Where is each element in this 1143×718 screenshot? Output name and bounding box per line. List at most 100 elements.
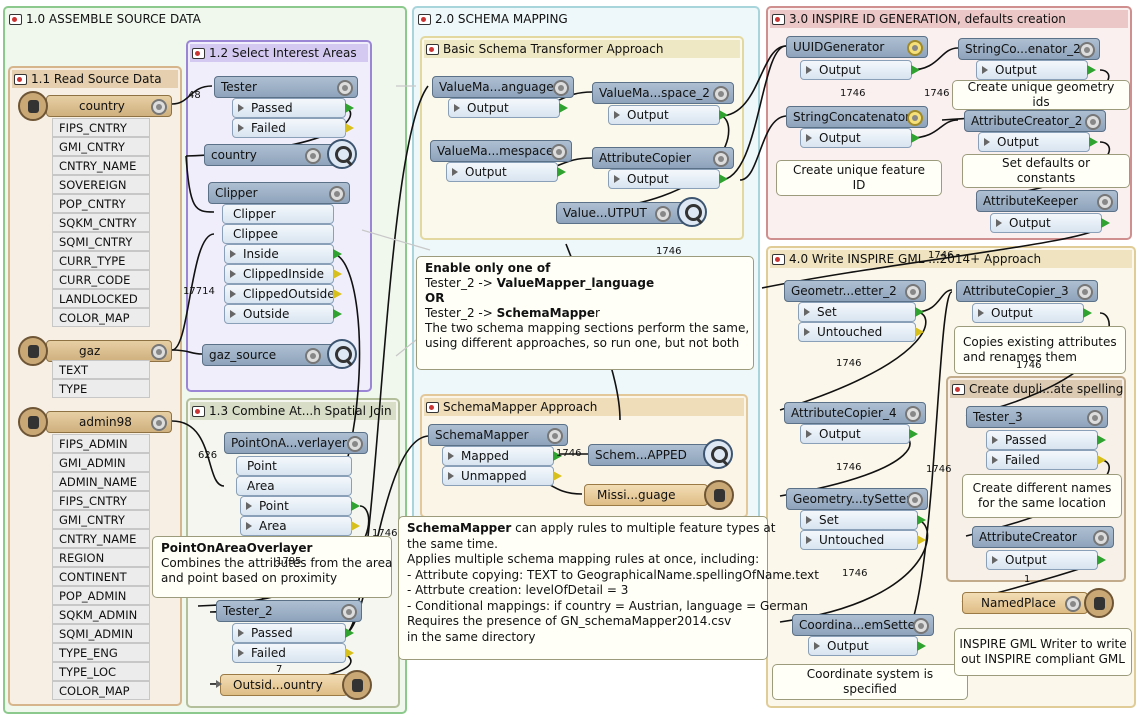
transformer-attributecopier[interactable]: AttributeCopier xyxy=(592,147,734,169)
gear-icon[interactable] xyxy=(337,80,353,96)
output-arrow-icon[interactable] xyxy=(557,167,566,177)
gear-icon[interactable] xyxy=(1077,284,1093,300)
output-arrow-icon[interactable] xyxy=(1087,65,1096,75)
output-arrow-icon[interactable] xyxy=(345,628,354,638)
gear-icon[interactable] xyxy=(151,99,167,115)
output-arrow-icon[interactable] xyxy=(917,641,926,651)
gear-icon[interactable] xyxy=(905,284,921,300)
output-arrow-icon[interactable] xyxy=(345,648,354,658)
output-arrow-icon[interactable] xyxy=(553,471,562,481)
port-output[interactable]: Output xyxy=(976,60,1096,80)
gear-icon[interactable] xyxy=(1093,530,1109,546)
output-arrow-icon[interactable] xyxy=(1083,308,1092,318)
port-output[interactable]: Output xyxy=(800,60,920,80)
output-arrow-icon[interactable] xyxy=(351,521,360,531)
transformer-attributecreator[interactable]: AttributeCreator xyxy=(972,526,1114,548)
transformer-tester-2[interactable]: Tester_2 xyxy=(216,600,362,622)
transformer-schemamapper[interactable]: SchemaMapper xyxy=(428,424,568,446)
output-arrow-icon[interactable] xyxy=(1097,555,1106,565)
port-output[interactable]: Output xyxy=(972,303,1092,323)
annotation-copies-attributes[interactable]: Copies existing attributes and renames t… xyxy=(954,326,1126,374)
gear-icon[interactable] xyxy=(713,151,729,167)
port-passed[interactable]: Passed xyxy=(232,623,354,643)
gear-icon[interactable] xyxy=(547,428,563,444)
port-output[interactable]: Output xyxy=(446,162,566,182)
output-arrow-icon[interactable] xyxy=(333,269,342,279)
port-output[interactable]: Output xyxy=(608,105,728,125)
port-output[interactable]: Output xyxy=(978,132,1098,152)
port-point-output[interactable]: Point xyxy=(240,496,360,516)
inspector-gaz-source[interactable]: gaz_source xyxy=(202,339,357,369)
inspector-value-output[interactable]: Value...UTPUT xyxy=(556,197,707,227)
port-output[interactable]: Output xyxy=(608,169,728,189)
port-clipper-input[interactable]: Clipper xyxy=(222,204,334,224)
port-output[interactable]: Output xyxy=(808,636,926,656)
port-clippedinside[interactable]: ClippedInside xyxy=(224,264,342,284)
gear-icon[interactable] xyxy=(913,618,929,634)
reader-admin98[interactable]: admin98 xyxy=(46,411,172,433)
gear-icon[interactable] xyxy=(305,148,321,164)
port-unmapped[interactable]: Unmapped xyxy=(442,466,562,486)
transformer-uuidgenerator[interactable]: UUIDGenerator xyxy=(786,36,928,58)
output-arrow-icon[interactable] xyxy=(559,103,568,113)
port-passed[interactable]: Passed xyxy=(232,98,354,118)
output-arrow-icon[interactable] xyxy=(719,110,728,120)
port-inside[interactable]: Inside xyxy=(224,244,342,264)
transformer-tester[interactable]: Tester xyxy=(214,76,358,98)
output-arrow-icon[interactable] xyxy=(915,327,924,337)
transformer-geometry-setter-2[interactable]: Geometr...etter_2 xyxy=(784,280,926,302)
port-outside[interactable]: Outside xyxy=(224,304,342,324)
output-arrow-icon[interactable] xyxy=(333,289,342,299)
output-arrow-icon[interactable] xyxy=(915,307,924,317)
output-arrow-icon[interactable] xyxy=(917,515,926,525)
gear-icon[interactable] xyxy=(1085,114,1101,130)
output-arrow-icon[interactable] xyxy=(553,451,562,461)
port-failed[interactable]: Failed xyxy=(232,643,354,663)
gear-icon[interactable] xyxy=(1079,42,1095,58)
port-output[interactable]: Output xyxy=(990,213,1110,233)
annotation-schemamapper[interactable]: SchemaMapper can apply rules to multiple… xyxy=(398,516,819,660)
output-arrow-icon[interactable] xyxy=(911,65,920,75)
transformer-stringconcatenator-2[interactable]: StringCo...enator_2 xyxy=(958,38,1100,60)
transformer-clipper[interactable]: Clipper xyxy=(208,182,350,204)
gear-icon[interactable] xyxy=(329,186,345,202)
gear-icon[interactable] xyxy=(907,492,923,508)
output-arrow-icon[interactable] xyxy=(333,309,342,319)
transformer-valuemapper-namespace[interactable]: ValueMa...mespace xyxy=(430,140,572,162)
gear-icon[interactable] xyxy=(347,436,363,452)
output-arrow-icon[interactable] xyxy=(333,249,342,259)
gear-icon[interactable] xyxy=(305,348,321,364)
gear-icon[interactable] xyxy=(713,86,729,102)
output-arrow-icon[interactable] xyxy=(719,174,728,184)
transformer-attributecopier-4[interactable]: AttributeCopier_4 xyxy=(784,402,926,424)
port-output[interactable]: Output xyxy=(986,550,1106,570)
gear-icon[interactable] xyxy=(907,110,923,126)
port-untouched[interactable]: Untouched xyxy=(800,530,926,550)
transformer-coordinatesystemsetter[interactable]: Coordina...emSetter xyxy=(792,614,934,636)
port-output[interactable]: Output xyxy=(800,424,918,444)
port-area-output[interactable]: Area xyxy=(240,516,360,536)
writer-namedplace[interactable]: NamedPlace xyxy=(962,592,1088,614)
gear-icon[interactable] xyxy=(1097,194,1113,210)
output-arrow-icon[interactable] xyxy=(345,123,354,133)
gear-icon[interactable] xyxy=(1065,596,1081,612)
annotation-unique-feature-id[interactable]: Create unique feature ID xyxy=(776,160,942,196)
magnifier-icon[interactable] xyxy=(703,439,733,469)
transformer-attributecopier-3[interactable]: AttributeCopier_3 xyxy=(956,280,1098,302)
output-arrow-icon[interactable] xyxy=(911,133,920,143)
transformer-attributekeeper[interactable]: AttributeKeeper xyxy=(976,190,1118,212)
port-set[interactable]: Set xyxy=(800,510,926,530)
transformer-stringconcatenator[interactable]: StringConcatenator xyxy=(786,106,928,128)
output-arrow-icon[interactable] xyxy=(1097,435,1106,445)
annotation-enable-one[interactable]: Enable only one of Tester_2 -> ValueMapp… xyxy=(416,256,754,370)
reader-country[interactable]: country xyxy=(46,95,172,117)
transformer-valuemapper-space-2[interactable]: ValueMa...space_2 xyxy=(592,82,734,104)
writer-outside-country[interactable]: Outsid...ountry xyxy=(216,674,348,696)
magnifier-icon[interactable] xyxy=(677,197,707,227)
inspector-country[interactable]: country xyxy=(204,139,357,169)
annotation-coordinate-system[interactable]: Coordinate system is specified xyxy=(772,664,968,700)
output-arrow-icon[interactable] xyxy=(917,535,926,545)
port-failed[interactable]: Failed xyxy=(232,118,354,138)
port-output[interactable]: Output xyxy=(448,98,568,118)
